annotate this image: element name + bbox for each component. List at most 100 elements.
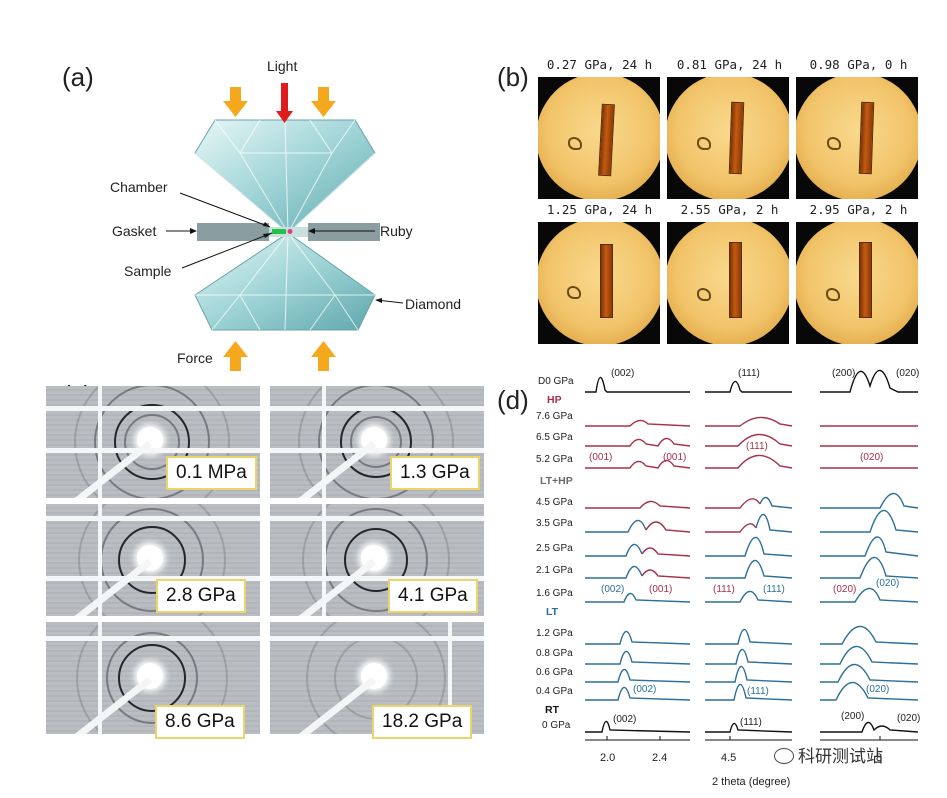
profile-lt (820, 663, 919, 683)
pressure-row-label: D0 GPa (538, 376, 574, 387)
profile-lt (585, 668, 691, 683)
peak-label: (001) (649, 584, 673, 595)
peak-label: (111) (740, 717, 762, 728)
peak-label: (001) (663, 452, 687, 463)
force-arrow-top-right-icon (311, 87, 336, 117)
peak-label: (111) (738, 368, 760, 379)
photo-caption: 1.25 GPa, 24 h (546, 202, 653, 217)
profile-d0 (585, 376, 690, 393)
profile-hp (705, 416, 793, 427)
pressure-row-label: 5.2 GPa (536, 454, 573, 465)
profile-lthp (820, 509, 919, 533)
pressure-row-label: 4.5 GPa (536, 497, 573, 508)
photo-caption: 0.98 GPa, 0 h (809, 57, 908, 72)
profile-lthp (820, 536, 919, 557)
label-force: Force (177, 350, 213, 366)
profile-lt (705, 665, 793, 683)
light-arrow-icon (276, 83, 293, 123)
profile-lthp (705, 559, 793, 579)
gasket-right (308, 223, 380, 241)
section-label-rt: RT (545, 704, 559, 716)
peak-label: (111) (747, 686, 769, 697)
pressure-label: 0.1 MPa (166, 456, 257, 490)
profile-lt (820, 681, 919, 701)
profile-d0 (705, 380, 792, 393)
peak-label: (020) (876, 578, 900, 589)
peak-label: (002) (601, 584, 625, 595)
pressure-row-label: 0.4 GPa (536, 686, 573, 697)
peak-label: (020) (866, 684, 890, 695)
label-light: Light (267, 58, 298, 74)
profile-hp (585, 437, 691, 447)
pressure-label: 2.8 GPa (156, 579, 246, 613)
label-sample: Sample (124, 263, 172, 279)
panel-a-label: (a) (62, 62, 94, 92)
pressure-row-label: 7.6 GPa (536, 411, 573, 422)
profile-lthp (705, 498, 761, 509)
photo-caption: 2.95 GPa, 2 h (809, 202, 908, 217)
peak-label: (020) (833, 584, 857, 595)
profile-lthp (641, 547, 691, 557)
profile-lthp (705, 536, 793, 557)
diffraction-pattern (46, 504, 260, 616)
x-tick-label: 4.5 (721, 752, 737, 764)
profile-lt (585, 650, 691, 665)
pressure-label: 1.3 GPa (390, 456, 480, 490)
diffraction-pattern (270, 386, 484, 498)
peak-label: (200) (832, 368, 856, 379)
profile-lt (705, 628, 793, 645)
crystal-photo (667, 77, 789, 199)
profile-lthp (645, 521, 691, 533)
label-gasket: Gasket (112, 223, 157, 239)
diamond-anvil-cell-diagram (166, 83, 404, 371)
label-diamond: Diamond (405, 296, 462, 312)
wechat-icon (774, 748, 794, 764)
profile-lthp (759, 496, 793, 509)
crystal-photo (667, 222, 789, 344)
peak-label: (002) (633, 684, 657, 695)
profile-lthp (705, 523, 757, 533)
profile-rt (705, 722, 793, 733)
x-tick-label: 8 (876, 752, 883, 764)
profile-lt (820, 625, 919, 645)
pressure-label: 8.6 GPa (155, 705, 245, 739)
peak-label: (020) (897, 713, 921, 724)
section-label-lt: LT (546, 606, 559, 618)
profile-lt (585, 630, 691, 645)
panel-d-label: (d) (497, 385, 529, 415)
pressure-row-label: 3.5 GPa (536, 518, 573, 529)
profile-lthp (820, 492, 919, 509)
crystal-photo (538, 222, 660, 344)
profile-lthp (585, 500, 691, 509)
peak-label: (200) (841, 711, 865, 722)
pressure-label: 18.2 GPa (372, 705, 473, 739)
pressure-row-label: 1.6 GPa (536, 588, 573, 599)
profile-hp (705, 433, 793, 447)
profile-lthp (820, 556, 919, 579)
gasket-left (197, 223, 269, 241)
x-tick-label: 2.0 (600, 752, 616, 764)
profile-d0 (820, 369, 918, 393)
label-ruby: Ruby (380, 223, 413, 239)
profile-lthp (585, 592, 691, 603)
crystal-photo (796, 222, 918, 344)
section-label-lthp: LT+HP (540, 475, 573, 487)
peak-label: (020) (896, 368, 920, 379)
profile-rt (820, 721, 919, 733)
profile-lthp (641, 569, 691, 579)
peak-label: (002) (613, 714, 637, 725)
pressure-row-label: 2.1 GPa (536, 565, 573, 576)
force-arrow-bottom-right-icon (311, 341, 336, 371)
x-tick-label: 2.4 (652, 752, 668, 764)
profile-hp (585, 419, 691, 427)
profile-lt (820, 645, 919, 665)
peak-label: (111) (746, 441, 768, 452)
diffraction-pattern (270, 504, 484, 616)
profile-lt (585, 686, 691, 701)
pressure-row-label: 6.5 GPa (536, 432, 573, 443)
profile-rt (585, 720, 691, 733)
pressure-row-label: 0 GPa (542, 720, 571, 731)
profile-lthp (585, 519, 647, 533)
x-axis-label: 2 theta (degree) (712, 776, 791, 788)
profile-hp (705, 454, 793, 469)
